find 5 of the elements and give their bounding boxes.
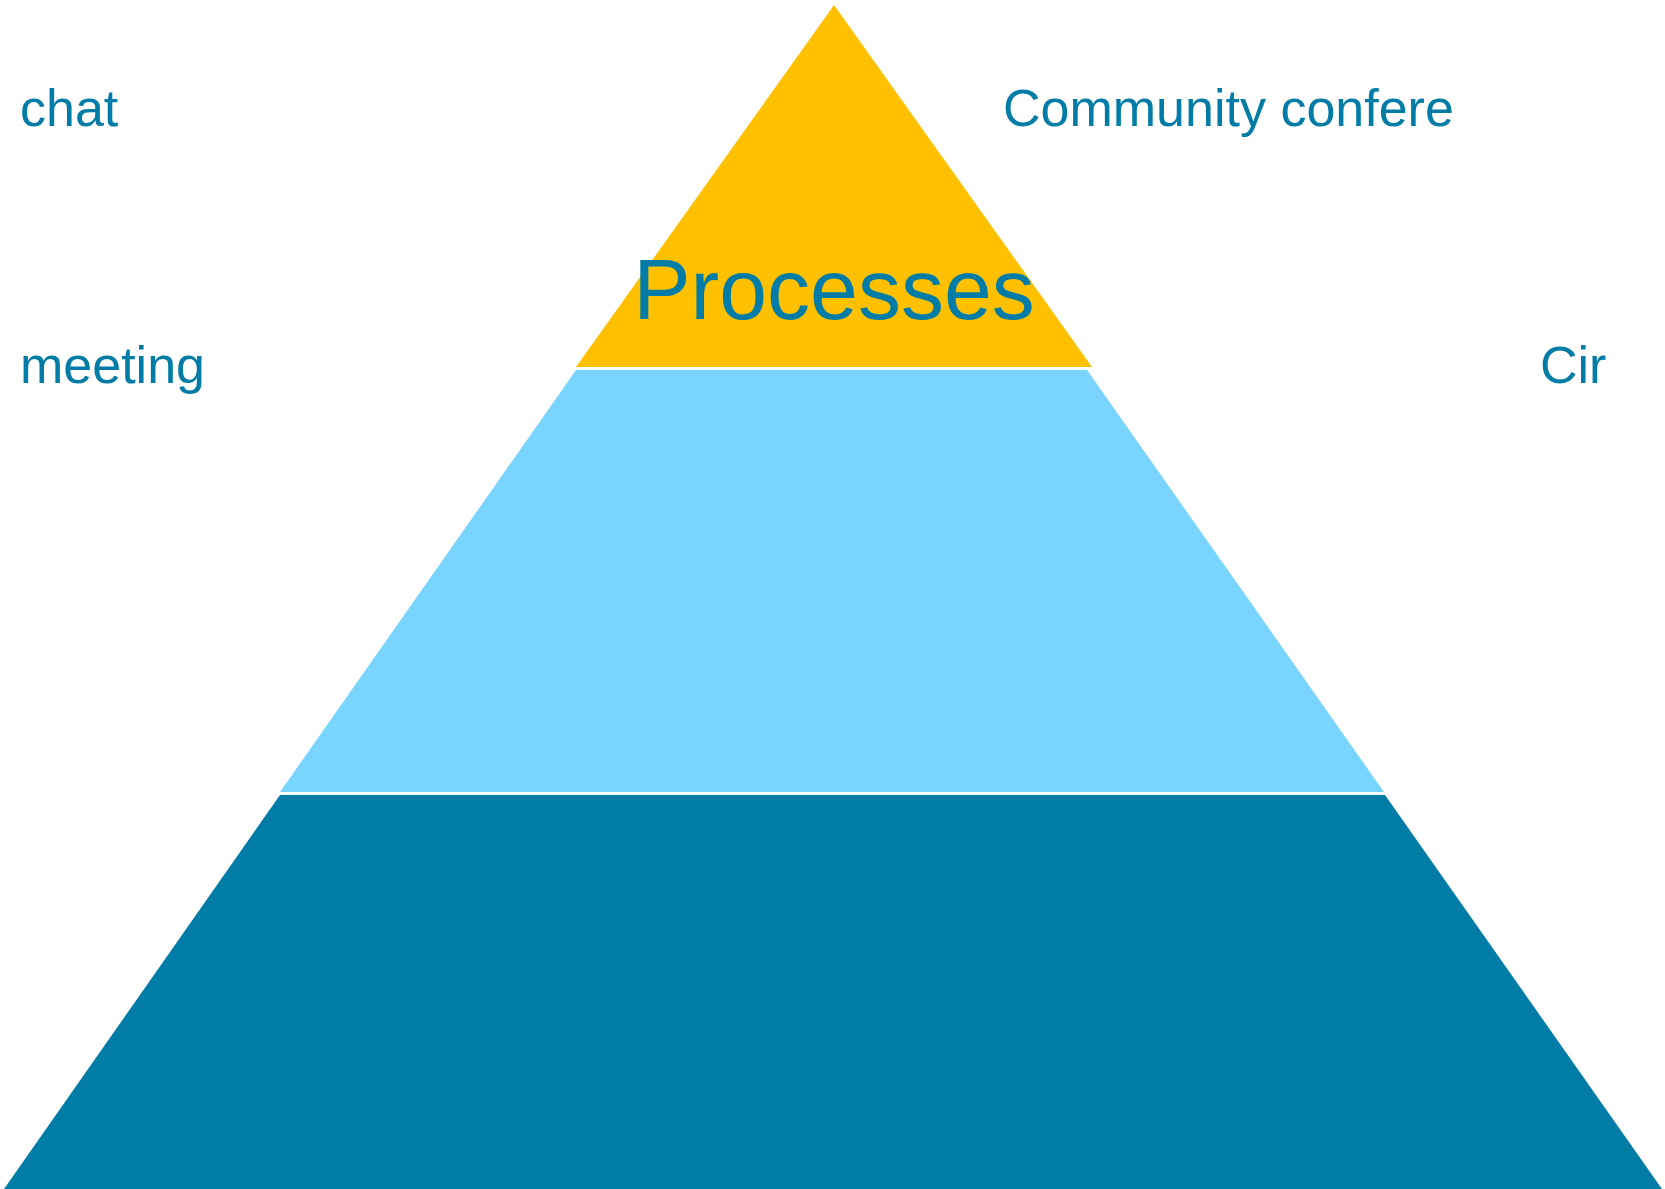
side-label: chat [20,78,119,138]
side-label: Community confere [1003,78,1454,138]
side-label: meeting [20,335,205,395]
side-label: Cir [1540,335,1607,395]
tier-label: Processes [633,240,1035,339]
